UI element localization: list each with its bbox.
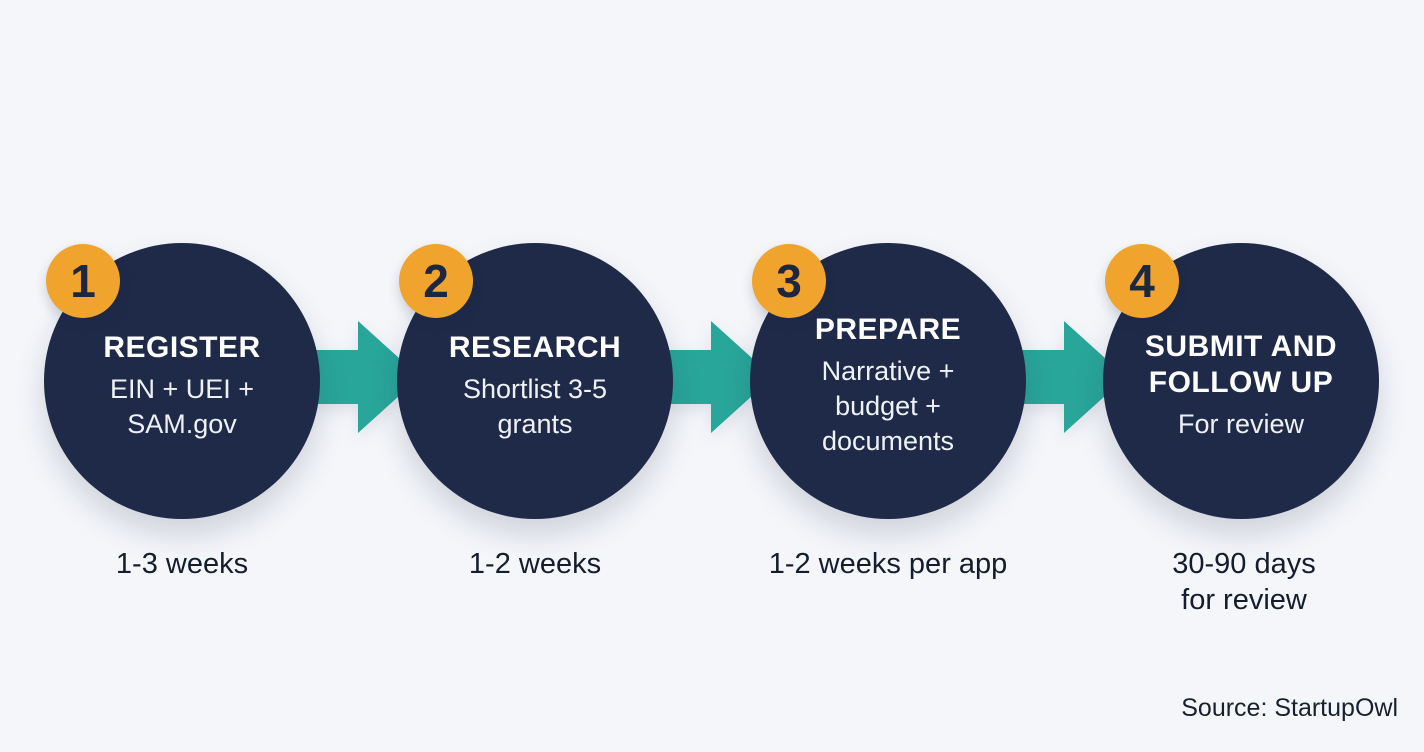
arrow-right-icon <box>663 321 773 433</box>
step-subtitle-line: Shortlist 3-5 <box>462 373 608 404</box>
duration-label: 1-3 weeks <box>2 546 362 582</box>
step-title: REGISTER <box>103 330 261 364</box>
step-subtitle-line: documents <box>821 426 955 456</box>
arrow-right-icon <box>1016 321 1126 433</box>
duration-label: 30-90 days for review <box>1064 546 1424 618</box>
duration-label: 1-2 weeks <box>355 546 715 582</box>
step-number-badge: 2 <box>399 244 473 318</box>
step-subtitle-line: For review <box>1177 409 1305 439</box>
step-number: 1 <box>70 255 96 307</box>
step-title: RESEARCH <box>448 330 622 364</box>
duration-line: 1-3 weeks <box>115 548 249 580</box>
step-3: PREPARE Narrative + budget + documents 3 <box>750 243 1026 519</box>
step-4: SUBMIT AND FOLLOW UP For review 4 <box>1103 243 1379 519</box>
duration-line: 1-2 weeks <box>468 548 602 580</box>
step-title: FOLLOW UP <box>1148 366 1334 399</box>
step-number: 4 <box>1129 255 1155 307</box>
step-2: RESEARCH Shortlist 3-5 grants 2 <box>397 243 673 519</box>
step-subtitle-line: budget + <box>835 391 941 421</box>
step-subtitle-line: EIN + UEI + <box>109 373 255 404</box>
step-1: REGISTER EIN + UEI + SAM.gov 1 <box>44 243 320 519</box>
duration-label: 1-2 weeks per app <box>708 546 1068 582</box>
step-title: SUBMIT AND <box>1144 330 1338 363</box>
step-number: 2 <box>423 255 449 307</box>
step-number-badge: 3 <box>752 244 826 318</box>
step-title: PREPARE <box>814 313 962 346</box>
step-subtitle-line: SAM.gov <box>127 408 237 439</box>
step-number-badge: 4 <box>1105 244 1179 318</box>
step-number-badge: 1 <box>46 244 120 318</box>
arrow-right-icon <box>310 321 420 433</box>
duration-line: 1-2 weeks per app <box>768 548 1008 580</box>
source-credit: Source: StartupOwl <box>1181 694 1398 722</box>
step-subtitle-line: Narrative + <box>821 356 955 386</box>
duration-line: for review <box>1181 584 1307 616</box>
duration-line: 30-90 days <box>1172 548 1316 580</box>
step-number: 3 <box>776 255 802 307</box>
step-subtitle-line: grants <box>497 408 573 439</box>
